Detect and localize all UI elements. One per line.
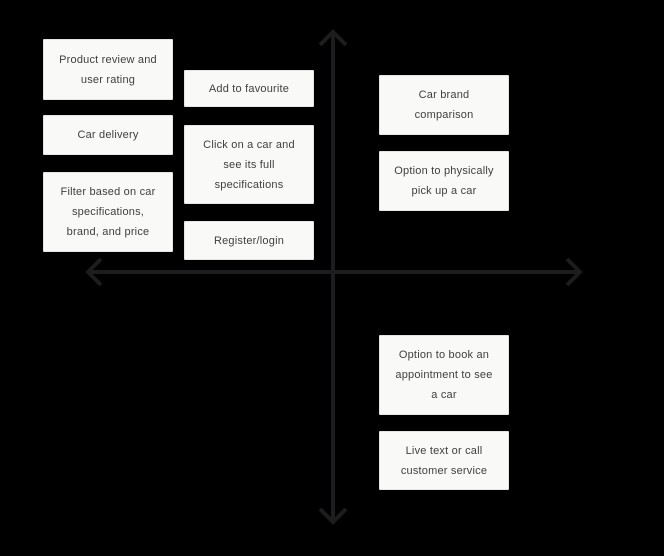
note-register-login[interactable]: Register/login <box>184 221 314 260</box>
y-axis-down-arrowhead-icon <box>318 507 348 525</box>
note-car-delivery[interactable]: Car delivery <box>43 115 173 155</box>
note-brand-comparison[interactable]: Car brand comparison <box>379 75 509 135</box>
x-axis-right-arrowhead-icon <box>565 257 583 287</box>
note-filter-specs[interactable]: Filter based on car specifications, bran… <box>43 172 173 252</box>
note-car-full-specs[interactable]: Click on a car and see its full specific… <box>184 125 314 204</box>
note-physical-pickup[interactable]: Option to physically pick up a car <box>379 151 509 211</box>
note-product-review[interactable]: Product review and user rating <box>43 39 173 100</box>
note-add-favourite[interactable]: Add to favourite <box>184 70 314 107</box>
x-axis-left-arrowhead-icon <box>85 257 103 287</box>
y-axis-up-arrowhead-icon <box>318 29 348 47</box>
note-customer-service[interactable]: Live text or call customer service <box>379 431 509 490</box>
note-book-appointment[interactable]: Option to book an appointment to see a c… <box>379 335 509 415</box>
